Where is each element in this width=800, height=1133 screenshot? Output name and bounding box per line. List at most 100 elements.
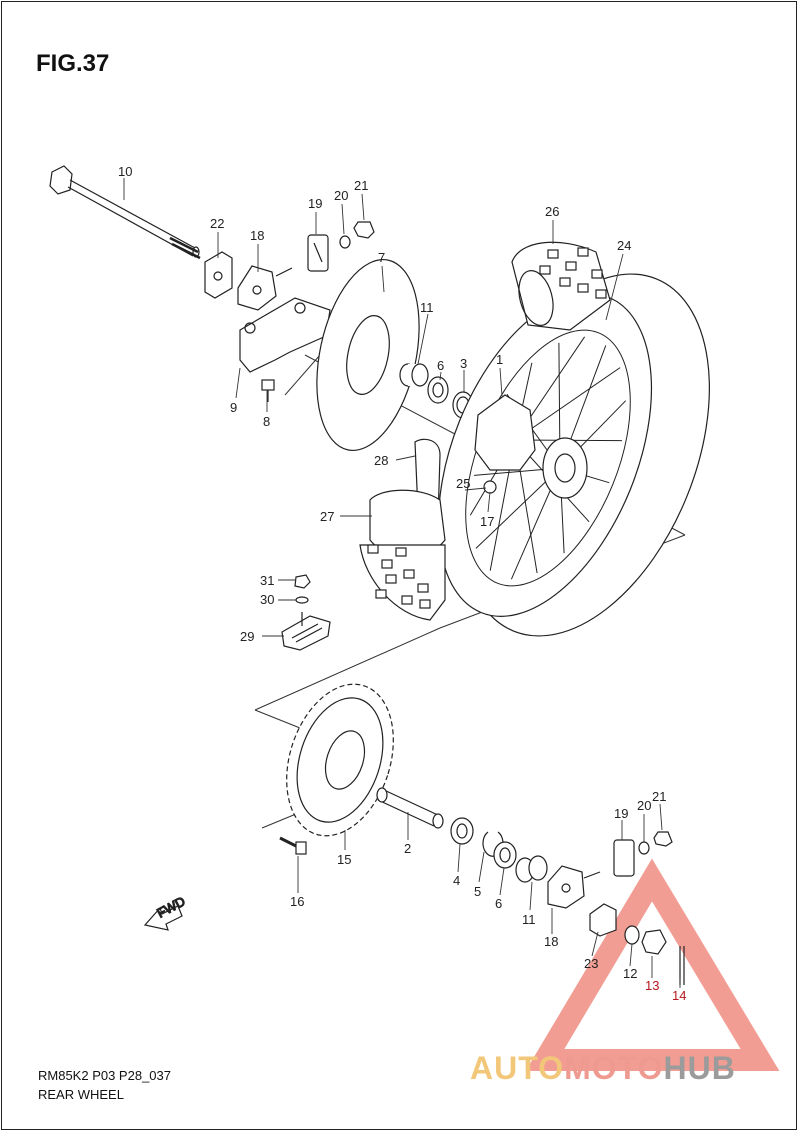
adjuster-plate-lower [589,903,617,937]
callout: 15 [337,852,351,867]
rim-lock [281,612,331,651]
callout: 14 [672,988,686,1003]
chain-adjuster-upper [237,265,293,311]
callout: 26 [545,204,559,219]
callout: 10 [118,164,132,179]
tread-block [385,574,397,584]
callout: 9 [230,400,237,415]
callout: 16 [290,894,304,909]
tread-block [539,265,551,275]
callout: 24 [617,238,631,253]
axle-bolt [49,165,201,260]
watermark-part-a: AUTO [470,1050,565,1086]
tread-block [547,249,559,259]
tread-block [401,595,413,605]
axle-nut [641,929,667,955]
wheel-hub [474,394,588,499]
callout: 8 [263,414,270,429]
callout: 19 [614,806,628,821]
callout: 4 [453,873,460,888]
footer: RM85K2 P03 P28_037 REAR WHEEL [38,1066,171,1104]
tread-block [595,289,607,299]
fwd-arrow-icon: FWD [143,893,188,931]
rim-lock-washer [295,596,309,604]
brake-disc [316,258,420,452]
bearing-upper [427,376,449,404]
callout: 21 [652,789,666,804]
axle-washer [624,925,640,945]
tread-block [419,599,431,609]
tread-block [559,277,571,287]
sprocket-bolt [279,836,307,855]
callout: 18 [544,934,558,949]
tread-block [591,269,603,279]
washer-upper [339,235,351,249]
nut-upper [353,221,375,239]
tread-block [381,559,393,569]
tread-block [577,283,589,293]
rim-lock-nut [294,574,311,589]
washer-lower [638,841,650,855]
callout: 20 [637,798,651,813]
callout: 22 [210,216,224,231]
callout: 12 [623,966,637,981]
callout: 13 [645,978,659,993]
callout: 11 [522,912,536,927]
callout: 18 [250,228,264,243]
triangle-logo [525,858,780,1071]
callout: 20 [334,188,348,203]
cap-lower [613,839,635,877]
diagram-code: RM85K2 P03 P28_037 [38,1068,171,1083]
bearing-lower [450,817,474,845]
callout: 5 [474,884,481,899]
callout: 6 [495,896,502,911]
circlip [482,831,504,857]
callout: 25 [456,476,470,491]
callout: 27 [320,509,334,524]
callout: 2 [404,841,411,856]
watermark-part-b: MOTO [564,1050,664,1086]
callout: 30 [260,592,274,607]
tread-block [395,547,407,557]
callout: 17 [480,514,494,529]
callout: 31 [260,573,274,588]
tread-block [375,589,387,599]
spacer-lower [515,855,548,883]
callout: 6 [437,358,444,373]
callout: 7 [378,250,385,265]
callout-labels: 10 22 18 19 20 21 9 8 7 11 6 3 1 26 24 2… [118,164,686,1003]
tread-block [367,544,379,554]
tread-block [403,569,415,579]
callout: 1 [496,352,503,367]
diagram-caption: REAR WHEEL [38,1087,124,1102]
dust-seal-lower [493,841,517,869]
callout: 19 [308,196,322,211]
tread-block [417,583,429,593]
nut-lower [653,831,673,847]
tire-tread-upper [511,241,611,331]
bracket-bolt [261,379,275,402]
spacer-upper [399,363,429,387]
cap-upper [307,234,329,272]
callout: 21 [354,178,368,193]
rear-sprocket [286,683,394,837]
hub-nut [483,480,497,494]
callout: 23 [584,956,598,971]
caliper-bracket [239,297,331,373]
leader-lines [123,178,681,988]
watermark-part-c: HUB [663,1050,736,1086]
axle-spacer [376,787,444,829]
callout: 29 [240,629,254,644]
watermark-text: AUTOMOTOHUB [470,1050,736,1087]
callout: 3 [460,356,467,371]
callout: 28 [374,453,388,468]
adjuster-plate [204,251,233,299]
tread-block [565,261,577,271]
cotter-pin [679,946,685,985]
figure-title: FIG.37 [36,50,110,77]
tread-block [577,247,589,257]
tube-tread-lower [359,489,446,621]
chain-adjuster-lower [547,865,601,909]
